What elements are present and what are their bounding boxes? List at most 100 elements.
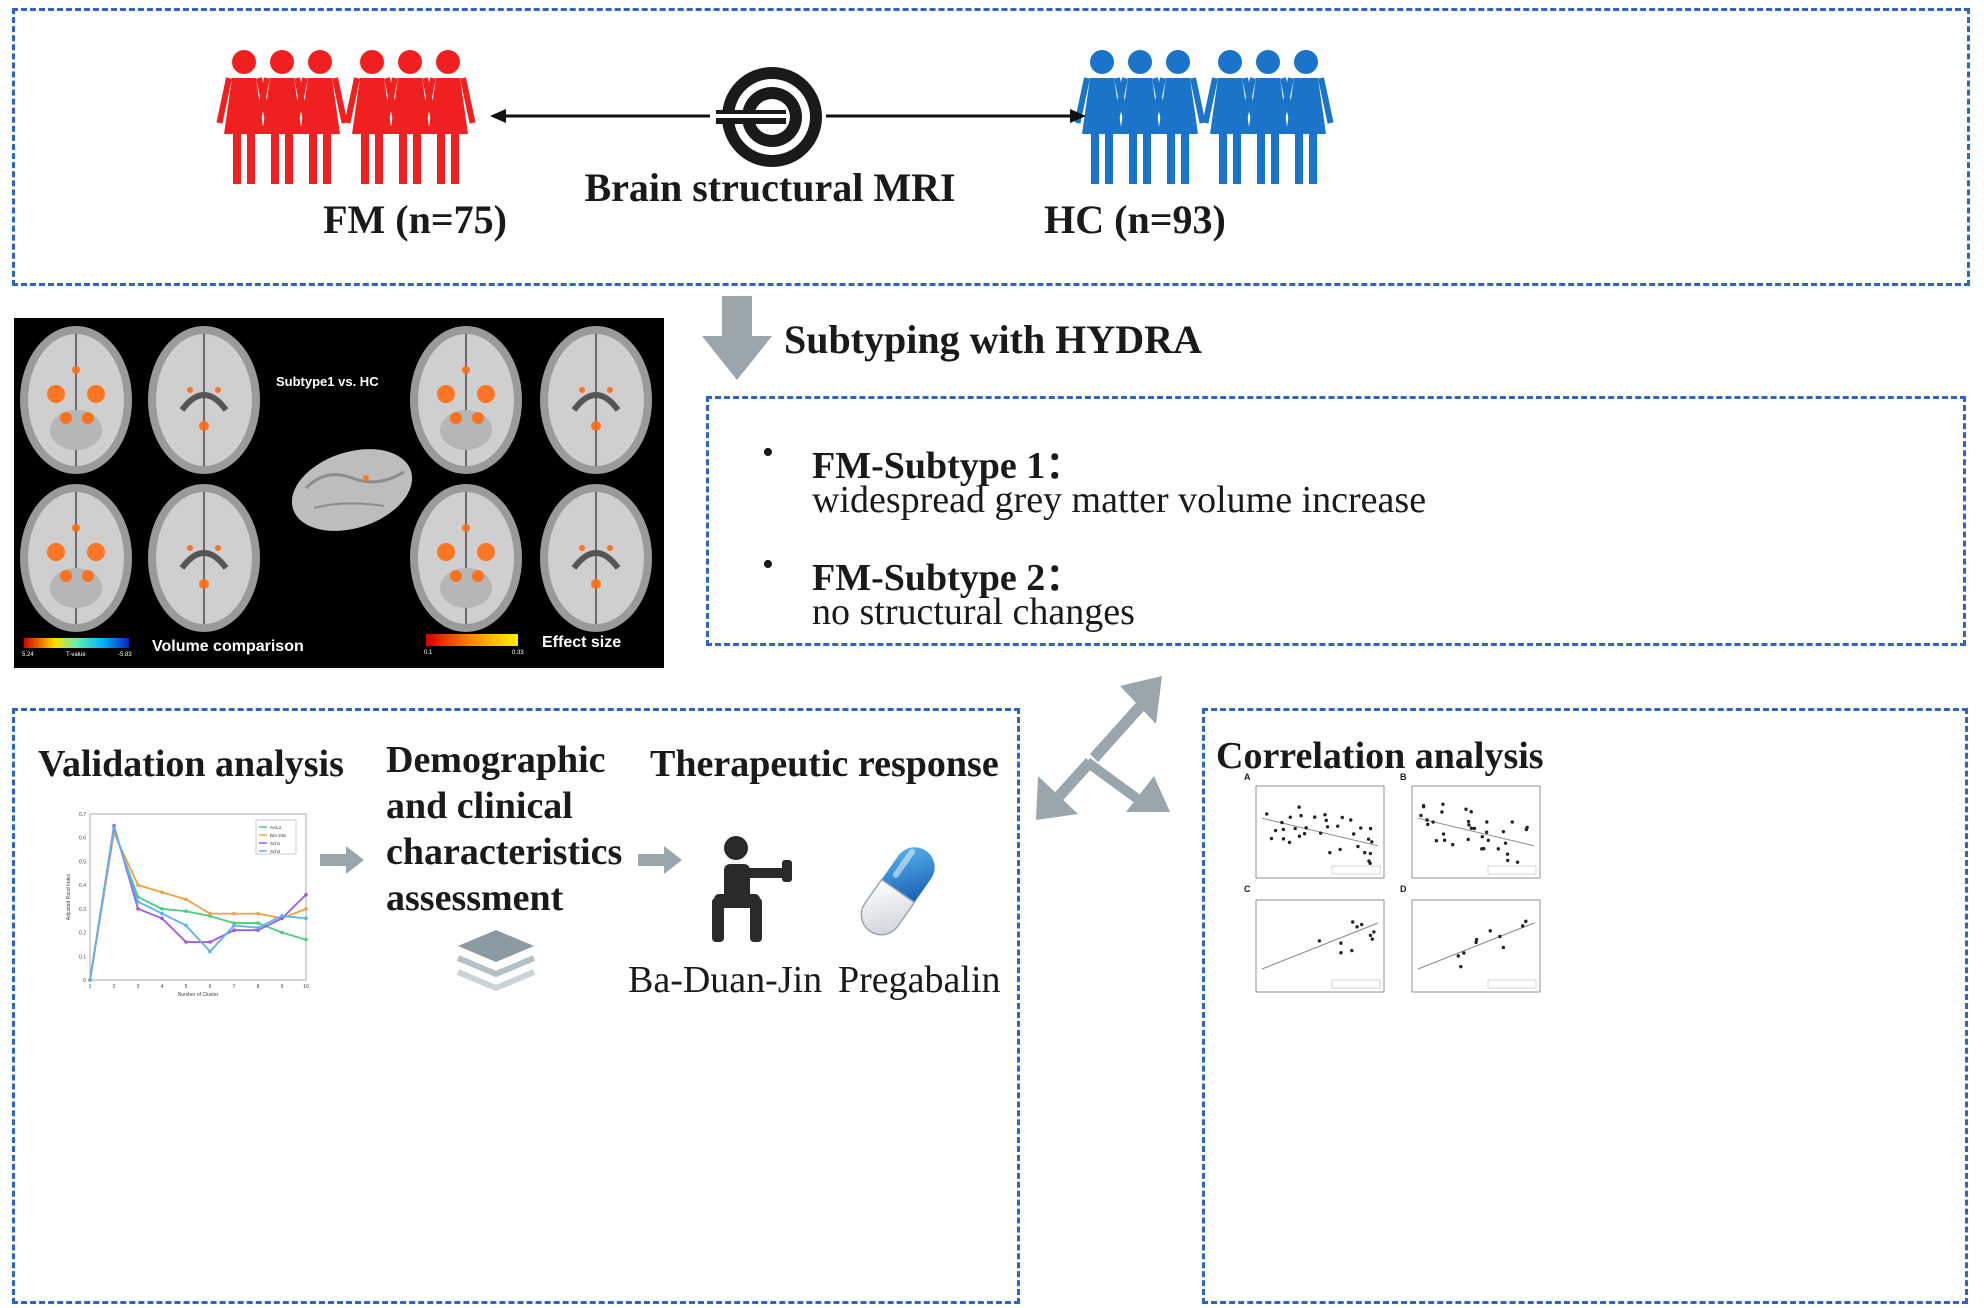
- woman-figure-icon: [382, 50, 438, 184]
- scatter-panel: [1411, 785, 1541, 879]
- corr-panel-label-c: C: [1244, 884, 1251, 894]
- correlation-box: [1202, 708, 1968, 1304]
- data-point: [232, 911, 236, 916]
- subtypes-box: [706, 396, 1966, 646]
- data-point: [136, 899, 140, 904]
- validation-title: Validation analysis: [38, 743, 344, 785]
- data-point: [304, 937, 308, 942]
- x-tick-label: 8: [257, 984, 260, 990]
- data-point: [184, 909, 188, 914]
- brain-slice: [148, 484, 260, 632]
- x-axis-label: Number of Cluster: [178, 992, 219, 998]
- right-arrow-icon-1: [320, 846, 364, 874]
- woman-figure-icon: [1112, 50, 1168, 184]
- data-point: [160, 916, 164, 921]
- subtype-2-bullet: •: [762, 546, 774, 583]
- volume-scale-mid: T-value: [66, 652, 86, 658]
- tai-chi-person-icon: [712, 836, 792, 942]
- data-point: [136, 907, 140, 911]
- subtype-1-desc: widespread grey matter volume increase: [812, 479, 1427, 521]
- data-point: [184, 923, 188, 928]
- right-arrow-icon-2: [638, 846, 682, 874]
- y-tick-label: 0.6: [79, 836, 86, 842]
- y-axis-label: Adjusted Rand Index: [66, 873, 72, 920]
- cohort-box: [12, 8, 1970, 286]
- layers-icon: [456, 930, 536, 992]
- subtype-2-title: FM-Subtype 2：: [812, 557, 1084, 599]
- legend-box: [255, 819, 297, 855]
- data-point: [280, 930, 284, 935]
- data-point: [304, 916, 308, 921]
- data-point: [184, 897, 188, 902]
- brain-slice: [540, 484, 652, 632]
- subtype-2-desc: no structural changes: [812, 591, 1135, 633]
- effect-scale-min: 0.1: [424, 650, 433, 656]
- data-point: [280, 914, 284, 918]
- legend-label: Sch1: [270, 841, 281, 846]
- data-point: [256, 911, 260, 916]
- data-point: [88, 978, 92, 982]
- data-point: [136, 883, 140, 887]
- brain-slice: [410, 484, 522, 632]
- hc-label: HC (n=93): [1044, 197, 1226, 242]
- ba-duan-jin-label: Ba-Duan-Jin: [628, 959, 823, 1001]
- volume-scale-max: -5.83: [118, 652, 132, 658]
- series-line-brn-246: [89, 829, 307, 981]
- scatter-panel: [1411, 899, 1541, 993]
- x-tick-label: 10: [303, 984, 309, 990]
- data-point: [184, 940, 188, 944]
- legend-label: Brn 246: [270, 833, 286, 838]
- demographic-title-line2: and clinical: [386, 785, 573, 827]
- plot-frame: [89, 813, 307, 981]
- brain-slices-image: [20, 326, 652, 648]
- woman-figure-icon: [1150, 50, 1206, 184]
- x-tick-label: 3: [137, 984, 140, 990]
- subtype1-vs-hc-label: Subtype1 vs. HC: [276, 374, 379, 389]
- demographic-title-line3: characteristics: [386, 831, 623, 873]
- mri-label: Brain structural MRI: [584, 165, 956, 210]
- data-point: [160, 907, 164, 911]
- woman-figure-icon: [216, 50, 272, 184]
- woman-figure-icon: [1202, 50, 1258, 184]
- data-point: [304, 907, 308, 911]
- legend-label: AAL3: [270, 825, 282, 830]
- data-point: [112, 826, 116, 831]
- volume-comparison-label: Volume comparison: [152, 638, 304, 655]
- data-point: [208, 911, 212, 916]
- data-point: [256, 921, 260, 925]
- x-tick-label: 4: [161, 984, 164, 990]
- female-group-icon-hc: [1074, 50, 1334, 184]
- x-tick-label: 2: [113, 984, 116, 990]
- x-tick-label: 1: [89, 984, 92, 990]
- data-point: [208, 940, 212, 944]
- female-group-icon-fm: [216, 50, 476, 184]
- legend-label: Sch2: [270, 849, 281, 854]
- woman-figure-icon: [420, 50, 476, 184]
- brain-slice: [20, 484, 132, 632]
- corr-panel-label-b: B: [1400, 772, 1407, 782]
- brain-slice: [540, 326, 652, 474]
- down-arrow-icon: [702, 296, 772, 380]
- subtype-1-bullet: •: [762, 434, 774, 471]
- woman-figure-icon: [292, 50, 348, 184]
- demographic-title-line1: Demographic: [386, 739, 606, 781]
- y-tick-label: 0.2: [79, 931, 86, 937]
- capsule-icon: [860, 847, 935, 936]
- y-tick-label: 0.3: [79, 907, 86, 913]
- x-tick-label: 7: [233, 984, 236, 990]
- therapeutic-title: Therapeutic response: [650, 743, 999, 785]
- brain-slice: [148, 326, 260, 474]
- data-point: [232, 928, 236, 932]
- corr-panel-label-a: A: [1244, 772, 1251, 782]
- x-tick-label: 5: [185, 984, 188, 990]
- data-point: [160, 890, 164, 895]
- brain-image-panel: Subtype1 vs. HC Volume comparison Effect…: [14, 318, 664, 668]
- branch-arrows-icon: [1036, 676, 1170, 820]
- x-tick-label: 6: [209, 984, 212, 990]
- effect-scale-max: 0.33: [512, 650, 524, 656]
- data-point: [304, 892, 308, 897]
- correlation-scatter-panels: [1255, 785, 1541, 993]
- arrow-to-fm: [490, 109, 710, 123]
- scatter-panel: [1255, 785, 1385, 879]
- effect-size-label: Effect size: [542, 634, 622, 651]
